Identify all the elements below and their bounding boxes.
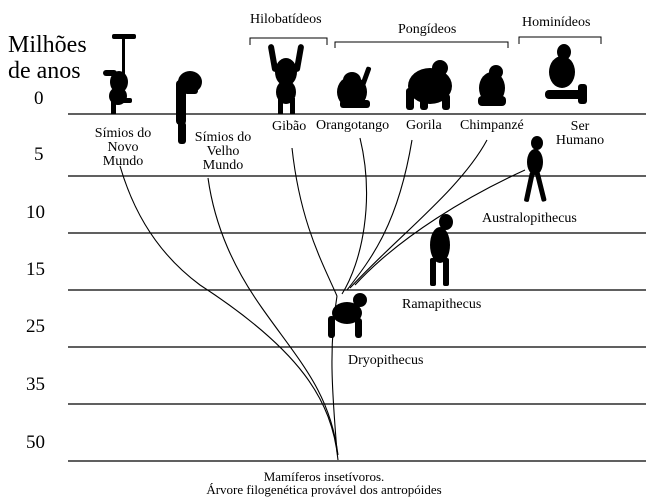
caption-line2: Árvore filogenética provável dos antropó… xyxy=(0,483,648,496)
new-world-monkey-figure xyxy=(103,34,136,114)
bracket-hominideos xyxy=(519,37,601,44)
gorilla-figure xyxy=(406,60,452,110)
new-world-line1: Símios do xyxy=(86,127,160,141)
australopithecus-figure xyxy=(524,136,547,202)
fossil-label-australopithecus: Australopithecus xyxy=(482,211,577,227)
group-label-hominideos: Hominídeos xyxy=(522,15,590,31)
gibbon-figure xyxy=(268,44,305,114)
species-label-old-world-monkeys: Símios do Velho Mundo xyxy=(186,131,260,173)
group-label-hilobatideos: Hilobatídeos xyxy=(250,12,322,28)
ramapithecus-figure xyxy=(430,214,453,286)
human-line1: Ser xyxy=(548,120,612,134)
fossil-label-ramapithecus: Ramapithecus xyxy=(402,297,481,313)
species-label-human: Ser Humano xyxy=(548,120,612,148)
species-label-chimpanzee: Chimpanzé xyxy=(460,119,524,133)
human-figure xyxy=(545,44,587,104)
orangutan-figure xyxy=(337,66,372,108)
old-world-line2: Velho xyxy=(186,145,260,159)
old-world-line3: Mundo xyxy=(186,159,260,173)
branch-chimpanzee xyxy=(350,140,487,288)
species-label-new-world-monkeys: Símios do Novo Mundo xyxy=(86,127,160,169)
new-world-line3: Mundo xyxy=(86,155,160,169)
branch-gorilla xyxy=(347,140,412,290)
bracket-hilobatideos xyxy=(250,38,327,45)
human-line2: Humano xyxy=(548,134,612,148)
silhouettes xyxy=(103,34,587,338)
dryopithecus-figure xyxy=(328,293,367,338)
branch-old-world-monkeys xyxy=(208,178,338,455)
bracket-pongideos xyxy=(335,42,508,48)
species-label-gibbon: Gibão xyxy=(272,120,306,134)
new-world-line2: Novo xyxy=(86,141,160,155)
species-label-orangutan: Orangotango xyxy=(316,119,389,133)
group-label-pongideos: Pongídeos xyxy=(398,22,456,38)
species-label-gorilla: Gorila xyxy=(406,119,442,133)
fossil-label-dryopithecus: Dryopithecus xyxy=(348,353,423,369)
branch-gibbon xyxy=(292,148,337,296)
chimpanzee-figure xyxy=(478,65,506,106)
branch-orangutan xyxy=(342,138,367,294)
old-world-line1: Símios do xyxy=(186,131,260,145)
branch-new-world-monkeys xyxy=(120,166,338,460)
